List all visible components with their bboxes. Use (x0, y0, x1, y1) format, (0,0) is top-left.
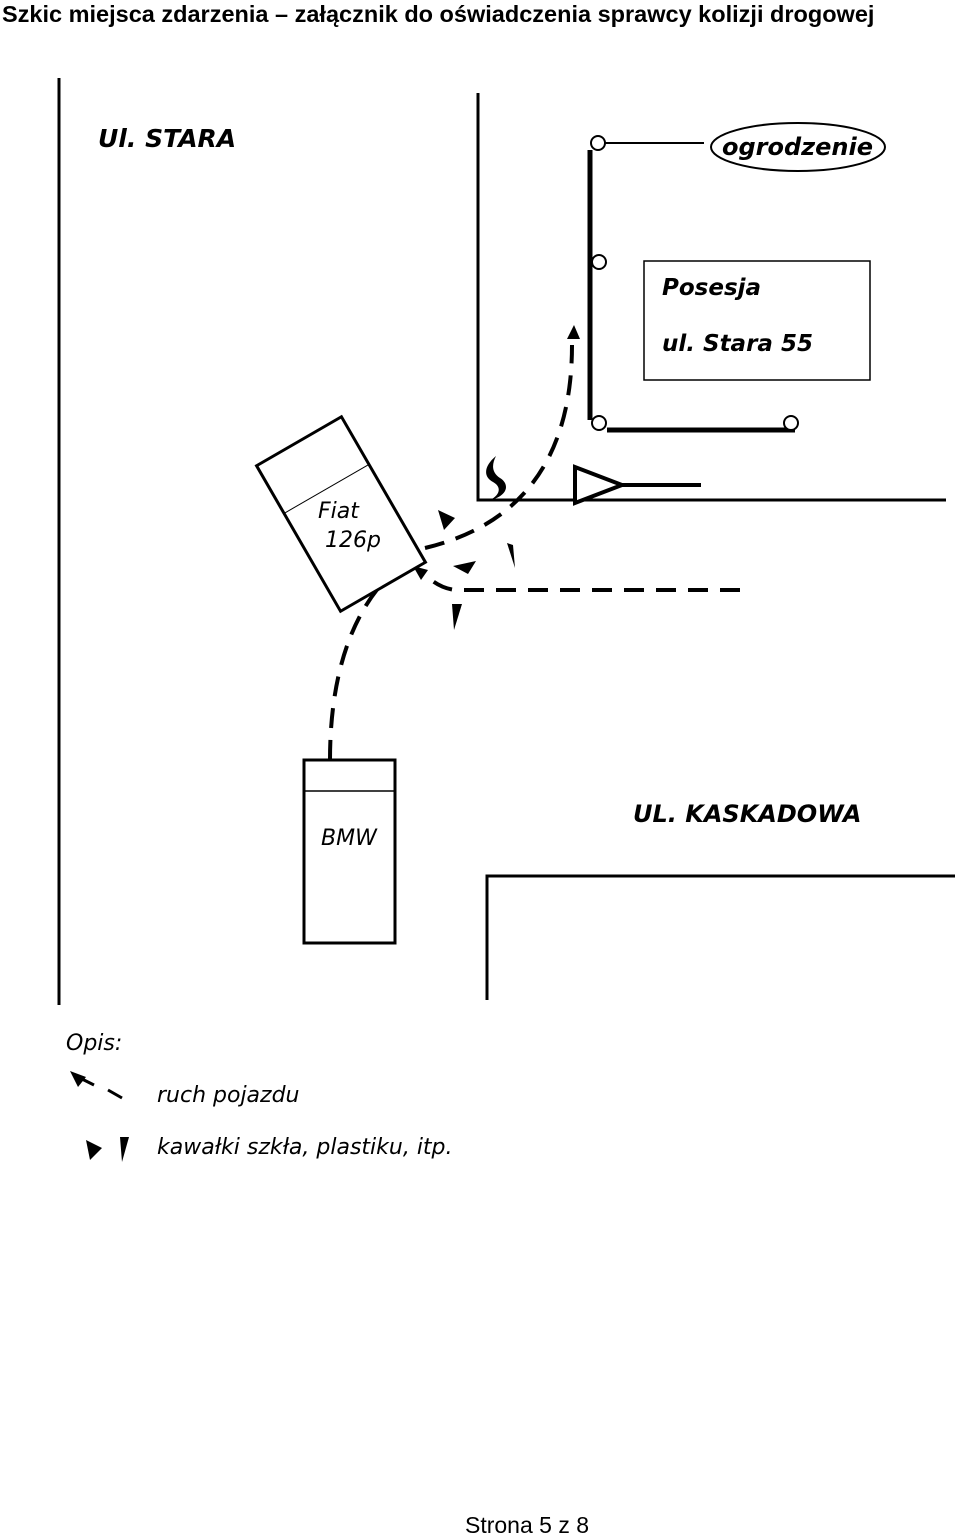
accident-sketch: Ul. STARA UL. KASKADOWA ogrodzenie Poses… (57, 78, 955, 1162)
legend-movement-dash-icon (79, 1076, 95, 1087)
legend-movement-label: ruch pojazdu (157, 1083, 300, 1108)
fence (587, 135, 799, 433)
debris-shard-icon (453, 561, 476, 574)
vehicle-fiat (254, 414, 428, 614)
legend-heading: Opis: (66, 1031, 122, 1056)
fiat-path-arrowhead-icon (567, 325, 580, 339)
vehicle-fiat-windshield (283, 463, 370, 514)
vehicle-bmw (302, 758, 397, 945)
fence-post-icon (591, 415, 607, 431)
debris-shard-icon (438, 510, 455, 530)
debris-shard-icon (452, 604, 462, 630)
yield-sign (573, 464, 701, 506)
legend-debris-shard-icon (120, 1137, 129, 1162)
property-address: ul. Stara 55 (662, 331, 813, 357)
road-edge-kaskadowa-south (485, 874, 955, 1000)
legend-debris-label: kawałki szkła, plastiku, itp. (157, 1135, 453, 1160)
vehicle-bmw-label: BMW (321, 826, 378, 851)
road-edge-stara-east-north (476, 93, 946, 502)
road-edges (57, 78, 955, 1005)
vehicle-fiat-label-make: Fiat (318, 499, 360, 524)
legend-debris-shard-icon (86, 1140, 102, 1160)
yield-sign-icon (573, 464, 628, 506)
debris-shard-icon (486, 456, 506, 500)
kaskadowa-path (421, 570, 740, 592)
page-title: Szkic miejsca zdarzenia – załącznik do o… (2, 1, 875, 27)
fence-post-icon (590, 135, 606, 151)
page-footer: Strona 5 z 8 (464, 1512, 590, 1538)
street-label-kaskadowa: UL. KASKADOWA (633, 800, 861, 828)
legend: Opis: ruch pojazdu kawałki szkła, plasti… (66, 1031, 453, 1162)
vehicle-fiat-body (254, 414, 428, 614)
legend-movement-arrowhead-icon (70, 1071, 86, 1087)
fiat-path (424, 344, 574, 550)
fence-label-oval (710, 122, 886, 172)
street-label-stara: Ul. STARA (98, 124, 236, 153)
fence-post-icon (591, 254, 607, 270)
property-box (643, 260, 871, 381)
vehicle-fiat-label-model: 126p (325, 528, 381, 553)
kaskadowa-path-arrowhead-icon (413, 566, 428, 580)
vehicle-bmw-body (302, 758, 397, 945)
debris (438, 456, 515, 630)
property-title: Posesja (662, 275, 761, 301)
legend-movement-dash-icon (107, 1088, 123, 1100)
fence-label: ogrodzenie (722, 133, 873, 161)
fence-post-icon (783, 415, 799, 431)
debris-shard-icon (507, 543, 515, 568)
